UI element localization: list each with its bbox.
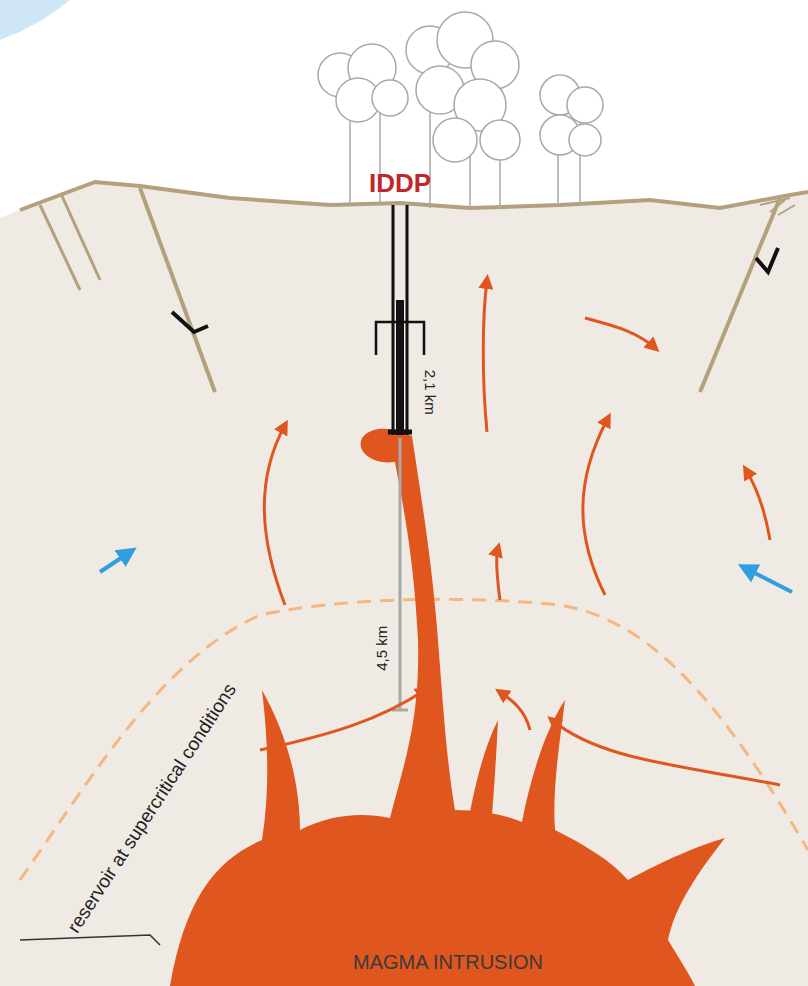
inflow-arrow	[100, 552, 130, 572]
region-label: MAGMA INTRUSION	[353, 951, 543, 973]
depth-label: 2,1 km	[422, 369, 439, 414]
fault-line	[700, 198, 780, 392]
ground	[0, 182, 808, 986]
leader-line	[20, 935, 160, 945]
corner-arc	[0, 0, 70, 40]
site-label: IDDP	[369, 169, 431, 198]
steam-plumes	[318, 12, 603, 208]
fault-hatch	[760, 198, 795, 215]
fault-line	[140, 188, 215, 392]
fault-slip-arrow	[172, 312, 208, 332]
depth-label: 4,5 km	[375, 625, 392, 670]
region-label: reservoir at supercritical conditions	[64, 680, 241, 937]
magma-finger	[470, 720, 498, 815]
fault-slip-arrow	[756, 248, 778, 272]
fault-line	[40, 196, 100, 290]
magma-intrusion	[170, 429, 725, 986]
inflow-arrow	[745, 568, 792, 592]
convection-arrows	[260, 280, 780, 785]
